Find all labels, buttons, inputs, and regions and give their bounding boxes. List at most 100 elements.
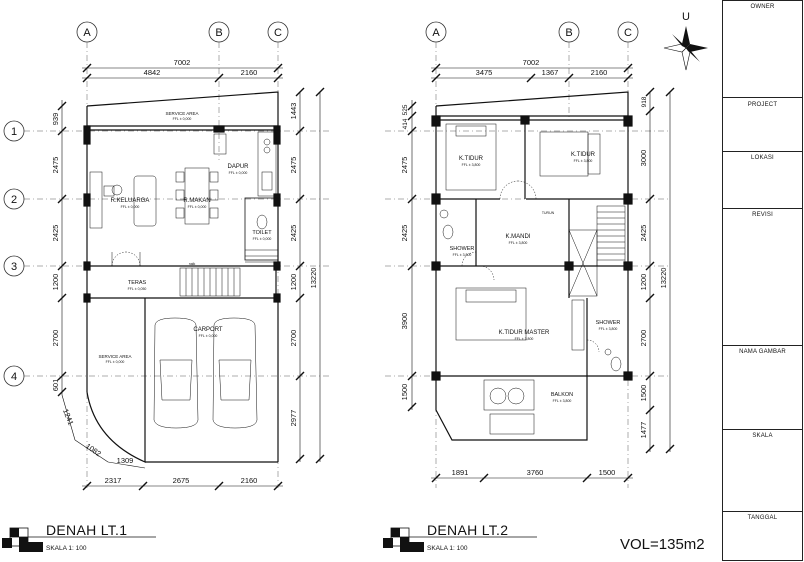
svg-text:1200: 1200	[51, 274, 60, 291]
tb-project: PROJECT	[723, 97, 802, 151]
svg-text:2700: 2700	[639, 330, 648, 347]
svg-text:DAPUR: DAPUR	[227, 164, 249, 170]
svg-text:FFL ± 0,000: FFL ± 0,000	[229, 171, 248, 175]
svg-text:4842: 4842	[144, 68, 161, 77]
svg-text:FFL ± 3,800: FFL ± 3,800	[599, 327, 618, 331]
tb-skala: SKALA	[723, 429, 802, 511]
svg-text:R.MAKAN: R.MAKAN	[183, 198, 210, 204]
svg-text:B: B	[565, 27, 572, 39]
svg-text:2425: 2425	[639, 225, 648, 242]
tb-owner: OWNER	[723, 0, 802, 97]
svg-text:1500: 1500	[400, 384, 409, 401]
svg-text:FFL ± 3,800: FFL ± 3,800	[553, 399, 572, 403]
svg-text:1200: 1200	[289, 274, 298, 291]
svg-text:K.MANDI: K.MANDI	[505, 234, 530, 240]
furniture-lt2	[439, 123, 622, 435]
svg-text:2700: 2700	[289, 330, 298, 347]
svg-text:FFL ± 0,000: FFL ± 0,000	[199, 334, 218, 338]
svg-text:3: 3	[11, 261, 17, 273]
plan-lt1: A B C 1 2 3 4	[3, 21, 330, 491]
grid-row-4: 4	[3, 365, 330, 387]
svg-text:FFL ± 3,800: FFL ± 3,800	[509, 241, 528, 245]
plan2-title: DENAH LT.2	[427, 522, 509, 538]
svg-text:2425: 2425	[289, 225, 298, 242]
dims-top-lt2: 7002 3475 1367 2160	[431, 58, 633, 83]
tb-nama-gambar: NAMA GAMBAR	[723, 345, 802, 429]
svg-text:FFL ± 0,000: FFL ± 0,000	[106, 360, 125, 364]
dims-angled-lt1: 1241 1082 1309	[61, 394, 146, 469]
tb-revisi: REVISI	[723, 208, 802, 345]
walls-lt2	[431, 91, 633, 441]
svg-text:1241: 1241	[61, 408, 76, 427]
furniture-lt1	[89, 131, 277, 429]
svg-text:7002: 7002	[174, 58, 191, 67]
svg-text:1500: 1500	[599, 468, 616, 477]
svg-text:414: 414	[402, 118, 409, 129]
dims-top-lt1: 7002 4842 2160	[82, 58, 283, 83]
svg-text:FFL ± 3,800: FFL ± 3,800	[462, 163, 481, 167]
svg-text:2977: 2977	[289, 410, 298, 427]
dims-left-lt2: 525 414 2475 2425 3900 1500	[400, 100, 417, 412]
svg-text:918: 918	[641, 96, 648, 107]
svg-text:K.TIDUR MASTER: K.TIDUR MASTER	[499, 330, 550, 336]
svg-text:939: 939	[51, 113, 60, 126]
svg-text:2160: 2160	[241, 68, 258, 77]
svg-text:3000: 3000	[639, 150, 648, 167]
svg-text:1200: 1200	[639, 274, 648, 291]
svg-text:K.TIDUR: K.TIDUR	[571, 152, 596, 158]
svg-text:7002: 7002	[523, 58, 540, 67]
plan1-scale: SKALA 1: 100	[46, 545, 87, 552]
title-block: OWNER PROJECT LOKASI REVISI NAMA GAMBAR …	[722, 0, 803, 561]
svg-text:1891: 1891	[452, 468, 469, 477]
svg-text:TOILET: TOILET	[252, 230, 272, 236]
plan1-title: DENAH LT.1	[46, 522, 128, 538]
svg-text:1309: 1309	[117, 456, 134, 465]
walls-lt1	[83, 91, 281, 463]
svg-text:C: C	[274, 27, 282, 39]
svg-text:3475: 3475	[476, 68, 493, 77]
svg-text:FFL ± 3,800: FFL ± 3,800	[453, 253, 472, 257]
svg-text:1: 1	[11, 126, 17, 138]
svg-text:2425: 2425	[400, 225, 409, 242]
svg-text:CARPORT: CARPORT	[193, 327, 223, 333]
tb-lokasi: LOKASI	[723, 151, 802, 208]
svg-text:1500: 1500	[639, 385, 648, 402]
room-labels-lt2: K.TIDUR FFL ± 3,800 K.TIDUR FFL ± 3,800 …	[450, 152, 621, 403]
svg-text:U: U	[682, 11, 690, 23]
title-mark-lt2-icon	[383, 527, 537, 552]
svg-text:601: 601	[51, 379, 60, 392]
svg-text:3760: 3760	[527, 468, 544, 477]
svg-text:FFL ± 0,000: FFL ± 0,000	[173, 117, 192, 121]
grid-row-1: 1	[3, 120, 330, 142]
tb-tanggal: TANGGAL	[723, 511, 802, 562]
svg-text:1367: 1367	[542, 68, 559, 77]
svg-text:2700: 2700	[51, 330, 60, 347]
floor-plans: A B C 1 2 3 4	[2, 11, 708, 552]
svg-text:2425: 2425	[51, 225, 60, 242]
svg-text:A: A	[432, 27, 440, 39]
volume-label: VOL=135m2	[620, 536, 705, 553]
svg-text:FFL ± 3,800: FFL ± 3,800	[574, 159, 593, 163]
dims-bottom-lt2: 1891 3760 1500	[431, 468, 633, 483]
svg-text:1443: 1443	[289, 103, 298, 120]
svg-text:FFL ± 0,000: FFL ± 0,000	[121, 205, 140, 209]
svg-text:2475: 2475	[289, 157, 298, 174]
svg-text:TURUN: TURUN	[542, 211, 555, 215]
svg-text:BALKON: BALKON	[551, 392, 573, 398]
svg-text:FFL ± 3,800: FFL ± 3,800	[515, 337, 534, 341]
svg-text:13220: 13220	[309, 268, 318, 289]
room-labels-lt1: SERVICE AREA FFL ± 0,000 DAPUR FFL ± 0,0…	[99, 111, 273, 364]
svg-text:B: B	[215, 27, 222, 39]
svg-text:13220: 13220	[659, 268, 668, 289]
grid-col-b-lt2: B	[558, 21, 580, 120]
north-arrow-icon: U	[663, 11, 708, 71]
svg-text:4: 4	[11, 371, 17, 383]
svg-text:525: 525	[402, 104, 409, 115]
svg-text:FFL ± 0,050: FFL ± 0,050	[128, 287, 147, 291]
svg-text:1477: 1477	[639, 422, 648, 439]
svg-text:K.TIDUR: K.TIDUR	[459, 156, 484, 162]
svg-text:2160: 2160	[591, 68, 608, 77]
svg-text:SHOWER: SHOWER	[596, 320, 621, 326]
dims-bottom-lt1: 2317 2675 2160	[82, 476, 283, 491]
svg-text:R.KELUARGA: R.KELUARGA	[111, 198, 150, 204]
